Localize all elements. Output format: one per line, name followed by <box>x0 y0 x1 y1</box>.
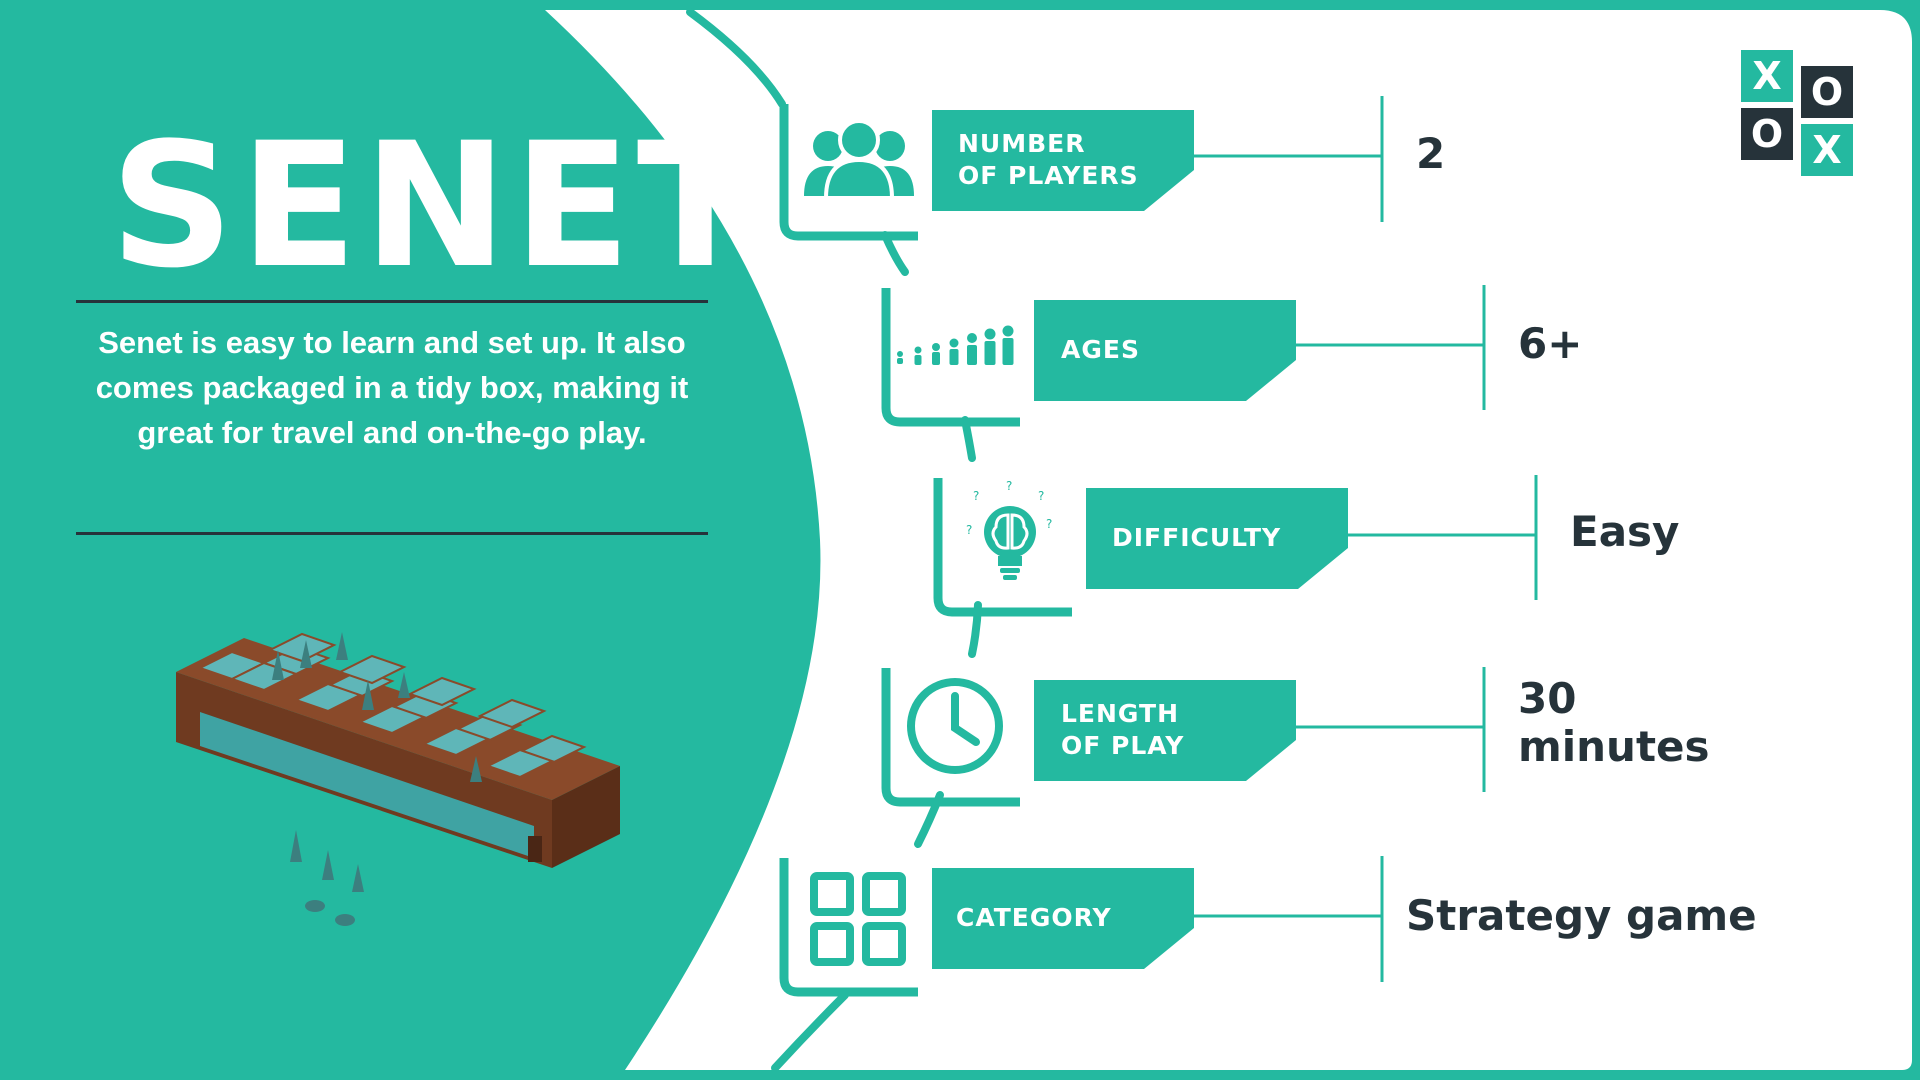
stat-row-players <box>779 96 1384 241</box>
stat-row-category <box>779 856 1384 997</box>
label-box <box>1034 680 1296 781</box>
label-box <box>1086 488 1348 589</box>
svg-text:?: ? <box>1038 489 1044 503</box>
stat-label-category: CATEGORY <box>956 903 1112 932</box>
stat-label-length: LENGTH OF PLAY <box>1061 699 1185 760</box>
stat-label-difficulty: DIFFICULTY <box>1112 523 1282 552</box>
label-box <box>932 110 1194 211</box>
svg-text:?: ? <box>1006 479 1012 493</box>
label-box <box>1034 300 1296 401</box>
divider-top <box>76 300 708 303</box>
game-description: Senet is easy to learn and set up. It al… <box>95 325 689 450</box>
stat-value-category: Strategy game <box>1406 891 1757 940</box>
stat-value-difficulty: Easy <box>1570 507 1680 556</box>
ages-icon <box>897 325 1014 365</box>
label-box <box>932 868 1194 969</box>
logo-cell: X <box>1741 50 1793 102</box>
grid-icon <box>810 872 906 966</box>
stat-value-ages: 6+ <box>1518 319 1583 368</box>
svg-text:?: ? <box>966 523 972 537</box>
senet-board-image <box>176 632 620 926</box>
stat-value-players: 2 <box>1416 129 1446 178</box>
stat-label-ages: AGES <box>1061 335 1140 364</box>
svg-text:?: ? <box>1046 517 1052 531</box>
logo-cell: X <box>1801 124 1853 176</box>
logo-cell: O <box>1741 108 1793 160</box>
clock-icon <box>907 678 1003 774</box>
svg-text:?: ? <box>973 489 979 503</box>
stat-row-ages <box>881 285 1486 427</box>
xoxo-logo: X O O X <box>1741 50 1853 178</box>
page-title: SENET <box>110 105 761 306</box>
divider-bottom <box>76 532 708 535</box>
stat-value-length: 30 minutes <box>1518 674 1710 771</box>
brain-lightbulb-icon: ??? ?? <box>966 479 1052 580</box>
players-icon <box>804 119 914 200</box>
stat-label-players: NUMBER OF PLAYERS <box>958 129 1139 190</box>
stat-row-length <box>881 667 1486 807</box>
logo-cell: O <box>1801 66 1853 118</box>
connector-curve <box>686 8 982 1072</box>
stat-row-difficulty: ??? ?? <box>933 475 1538 617</box>
